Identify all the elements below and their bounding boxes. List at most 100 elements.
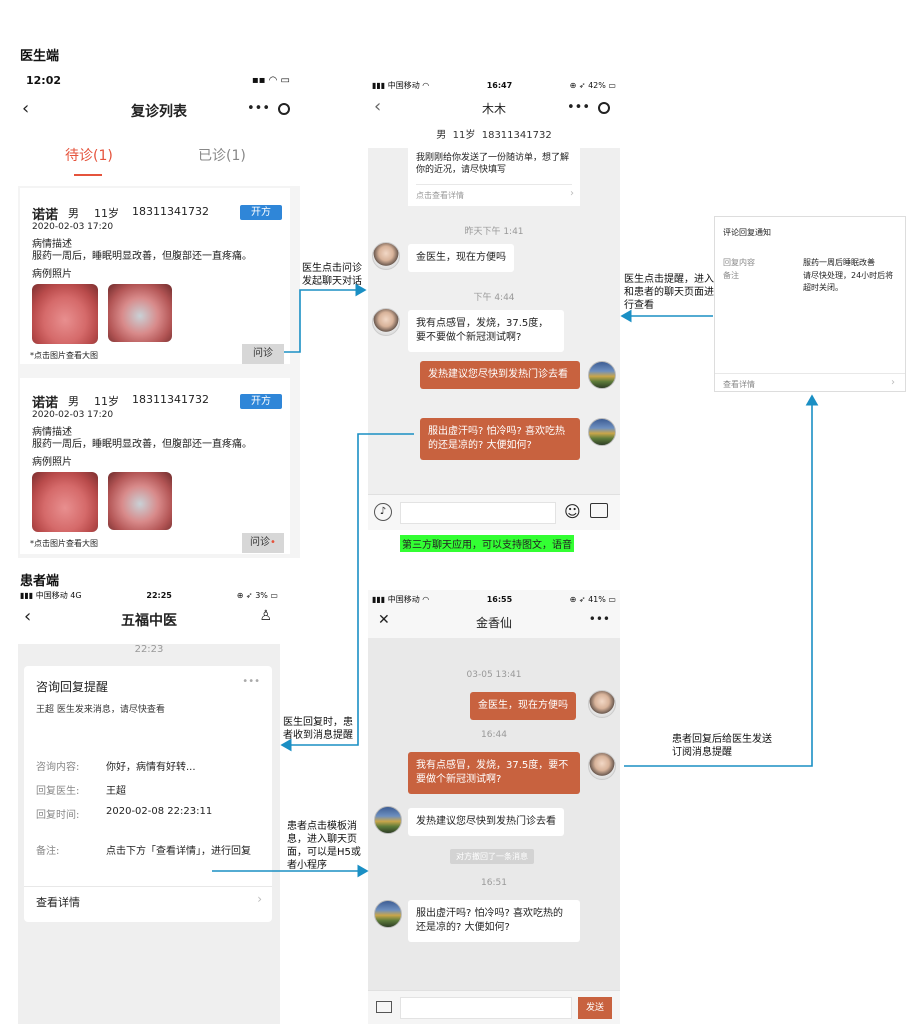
close-icon[interactable]: ✕ — [378, 612, 390, 628]
desc-text: 服药一周后，睡眠明显改善，但腹部还一直疼痛。 — [32, 251, 252, 262]
photo-hint: *点击图片查看大图 — [30, 539, 98, 548]
reply-notification-card[interactable]: 评论回复通知 回复内容 服药一周后睡眠改善 备注 请尽快处理，24小时后将超时关… — [714, 216, 906, 392]
chat-title: 木木 — [481, 102, 506, 116]
tab-pending[interactable]: 待诊(1) — [65, 148, 113, 164]
consult-button[interactable]: 问诊• — [242, 533, 284, 553]
prescribe-button[interactable]: 开方 — [240, 394, 282, 409]
field-label: 回复内容 — [723, 258, 755, 267]
status-time: 16:55 — [486, 595, 513, 604]
more-panel-icon[interactable] — [590, 503, 608, 518]
annotation-start-chat: 医生点击问诊发起聊天对话 — [302, 263, 362, 287]
user-icon[interactable]: ♙ — [259, 608, 272, 624]
account-title: 五福中医 — [121, 613, 177, 629]
doctor-chat-screen: ▮▮▮ 中国移动 ◠ 16:47 ⊕ ➶ 42% ▭ ‹ 木木 ••• 男 11… — [368, 76, 620, 530]
message-bubble: 我有点感冒，发烧，37.5度，要不要做个新冠测试啊? — [408, 752, 580, 794]
avatar — [372, 242, 400, 270]
avatar — [374, 806, 402, 834]
tab-indicator — [74, 174, 102, 176]
followup-card[interactable]: 我刚刚给你发送了一份随访单，想了解你的近况，请尽快填写 点击查看详情 › — [408, 148, 580, 206]
patient-card[interactable]: 诺诺 男 11岁 18311341732 开方 2020-02-03 17:20… — [20, 378, 290, 554]
patient-chat-screen: ▮▮▮ 中国移动 ◠ 16:55 ⊕ ➶ 41% ▭ ✕ 金香仙 ••• 03-… — [368, 590, 620, 1024]
send-button[interactable]: 发送 — [578, 997, 612, 1019]
template-subtitle: 王超 医生发来消息，请尽快查看 — [36, 705, 165, 715]
image-icon[interactable] — [376, 1001, 392, 1013]
doctor-side-label: 医生端 — [20, 49, 60, 64]
patient-info-bar: 男 11岁 18311341732 — [436, 130, 552, 141]
case-photo[interactable] — [108, 284, 172, 342]
view-detail-link[interactable]: 点击查看详情 — [416, 191, 464, 200]
page-title: 复诊列表 — [131, 104, 187, 120]
status-battery: ⊕ ➶ 41% ▭ — [569, 595, 616, 604]
close-circle-icon — [278, 102, 290, 115]
case-photo[interactable] — [108, 472, 172, 530]
patient-notice-screen: ▮▮▮ 中国移动 4G 22:25 ⊕ ➶ 3% ▭ ‹ 五福中医 ♙ 22:2… — [18, 588, 280, 1024]
more-icon: ••• — [246, 101, 270, 116]
capsule-menu[interactable]: ••• — [567, 100, 610, 115]
annotation-open-chat: 患者点击模板消息，进入聊天页面，可以是H5或者小程序 — [287, 821, 361, 871]
patient-name: 诺诺 — [32, 396, 59, 411]
desc-text: 服药一周后，睡眠明显改善，但腹部还一直疼痛。 — [32, 439, 252, 450]
message-bubble: 金医生，现在方便吗 — [470, 692, 576, 720]
consult-button[interactable]: 问诊 — [242, 344, 284, 364]
visit-date: 2020-02-03 17:20 — [32, 222, 114, 232]
back-icon[interactable]: ‹ — [22, 98, 30, 119]
more-icon[interactable]: ••• — [588, 612, 610, 626]
chat-title: 金香仙 — [475, 616, 512, 630]
field-label: 回复医生: — [36, 786, 80, 797]
doctor-list-screen: 12:02 ▪▪ ◠ ▭ ‹ 复诊列表 ••• 待诊(1) 已诊(1) 诺诺 男… — [18, 68, 300, 558]
patient-side-label: 患者端 — [20, 574, 60, 589]
notification-title: 评论回复通知 — [723, 228, 771, 237]
chat-timestamp: 16:44 — [481, 730, 507, 740]
status-bar: ▮▮▮ 中国移动 ◠ 16:47 ⊕ ➶ 42% ▭ — [372, 80, 616, 91]
patient-age: 11岁 — [94, 207, 119, 220]
patient-name: 诺诺 — [32, 208, 59, 223]
message-bubble: 发热建议您尽快到发热门诊去看 — [408, 808, 564, 836]
chat-timestamp: 下午 4:44 — [473, 293, 515, 303]
template-title: 咨询回复提醒 — [36, 680, 109, 694]
prescribe-button[interactable]: 开方 — [240, 205, 282, 220]
followup-text: 我刚刚给你发送了一份随访单，想了解你的近况，请尽快填写 — [416, 153, 570, 175]
status-bar: ▮▮▮ 中国移动 4G 22:25 ⊕ ➶ 3% ▭ — [20, 590, 278, 601]
message-bubble: 服出虚汗吗? 怕冷吗? 喜欢吃热的还是凉的? 大便如何? — [420, 418, 580, 460]
avatar — [588, 418, 616, 446]
template-message-card[interactable]: 咨询回复提醒 ••• 王超 医生发来消息，请尽快查看 咨询内容: 你好，病情有好… — [24, 666, 272, 922]
status-bar: 12:02 ▪▪ ◠ ▭ — [26, 74, 290, 87]
status-time: 22:25 — [146, 591, 172, 600]
case-photo[interactable] — [32, 284, 98, 344]
voice-icon[interactable]: ♪ — [374, 503, 392, 521]
annotation-patient-notified: 医生回复时，患者收到消息提醒 — [283, 717, 353, 741]
view-detail-link[interactable]: 查看详情 — [723, 380, 755, 389]
case-photo[interactable] — [32, 472, 98, 532]
back-icon[interactable]: ‹ — [24, 606, 32, 627]
message-input[interactable] — [400, 997, 572, 1019]
recall-notice: 对方撤回了一条消息 — [450, 849, 534, 864]
chevron-right-icon: › — [570, 188, 574, 199]
status-carrier: ▮▮▮ 中国移动 4G — [20, 591, 82, 600]
more-icon[interactable]: ••• — [242, 676, 260, 687]
emoji-icon[interactable]: ☺ — [564, 502, 581, 521]
more-icon: ••• — [566, 100, 590, 115]
chat-timestamp: 昨天下午 1:41 — [464, 227, 524, 237]
chat-timestamp: 03-05 13:41 — [466, 670, 522, 680]
back-icon[interactable]: ‹ — [374, 96, 382, 117]
tab-done[interactable]: 已诊(1) — [198, 148, 246, 164]
field-label: 备注: — [36, 846, 60, 857]
patient-age: 11岁 — [94, 395, 119, 408]
status-bar: ▮▮▮ 中国移动 ◠ 16:55 ⊕ ➶ 41% ▭ — [372, 594, 616, 605]
message-bubble: 金医生，现在方便吗 — [408, 244, 514, 272]
message-bubble: 我有点感冒，发烧，37.5度，要不要做个新冠测试啊? — [408, 310, 564, 352]
photo-title: 病例照片 — [32, 457, 72, 468]
field-label: 咨询内容: — [36, 762, 80, 773]
message-timestamp: 22:23 — [134, 644, 164, 655]
patient-gender: 男 — [68, 207, 79, 220]
chevron-right-icon: › — [891, 377, 895, 388]
annotation-view-reminder: 医生点击提醒，进入和患者的聊天页面进行查看 — [624, 274, 714, 311]
view-detail-link[interactable]: 查看详情 — [36, 896, 80, 909]
patient-card[interactable]: 诺诺 男 11岁 18311341732 开方 2020-02-03 17:20… — [20, 188, 290, 364]
status-time: 12:02 — [26, 74, 62, 87]
status-battery: ⊕ ➶ 42% ▭ — [569, 81, 616, 90]
message-input[interactable] — [400, 502, 556, 524]
capsule-menu[interactable]: ••• — [247, 101, 290, 116]
close-circle-icon — [598, 101, 610, 114]
